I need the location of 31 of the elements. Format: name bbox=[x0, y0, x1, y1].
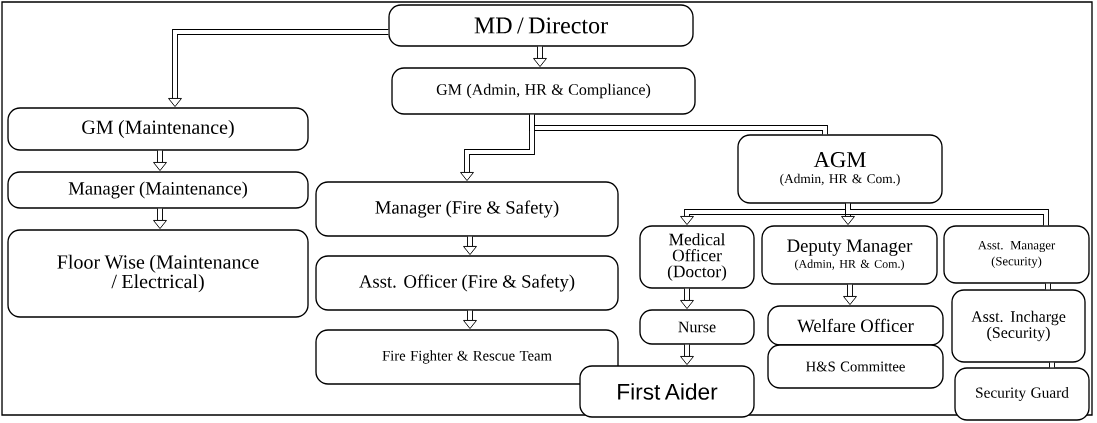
block-arrow bbox=[533, 46, 547, 68]
role-box: Asst. Manager (Security) bbox=[943, 225, 1090, 284]
role-box: MD / Director bbox=[388, 4, 694, 47]
block-arrow bbox=[463, 310, 477, 330]
role-box: Floor Wise (Maintenance / Electrical) bbox=[7, 229, 309, 318]
role-box: First Aider bbox=[579, 365, 755, 418]
role-box: Security Guard bbox=[954, 367, 1090, 421]
block-arrow bbox=[153, 150, 167, 172]
connector bbox=[1049, 362, 1055, 368]
block-arrow bbox=[460, 114, 535, 182]
block-arrow bbox=[153, 208, 167, 230]
role-box: Asst. Officer (Fire & Safety) bbox=[315, 255, 619, 311]
role-box: H&S Committee bbox=[767, 344, 944, 389]
role-box: GM (Maintenance) bbox=[7, 107, 309, 151]
role-box: Manager (Fire & Safety) bbox=[315, 181, 619, 237]
role-box: GM (Admin, HR & Compliance) bbox=[391, 67, 696, 115]
role-box: Asst. Incharge (Security) bbox=[951, 289, 1086, 363]
role-box: Medical Officer (Doctor) bbox=[639, 225, 755, 289]
role-box: Manager (Maintenance) bbox=[7, 171, 309, 209]
block-arrow bbox=[168, 29, 389, 108]
block-arrow bbox=[680, 344, 694, 366]
connector bbox=[845, 203, 1049, 226]
role-box: AGM (Admin, HR & Com.) bbox=[737, 134, 943, 204]
block-arrow bbox=[463, 236, 477, 256]
role-box: Nurse bbox=[639, 309, 755, 345]
connector bbox=[1045, 283, 1051, 290]
block-arrow bbox=[680, 288, 694, 310]
role-box: Deputy Manager (Admin, HR & Com.) bbox=[761, 225, 938, 285]
role-box: Welfare Officer bbox=[767, 305, 944, 346]
role-box: Fire Fighter & Rescue Team bbox=[315, 329, 619, 385]
block-arrow bbox=[843, 284, 857, 306]
